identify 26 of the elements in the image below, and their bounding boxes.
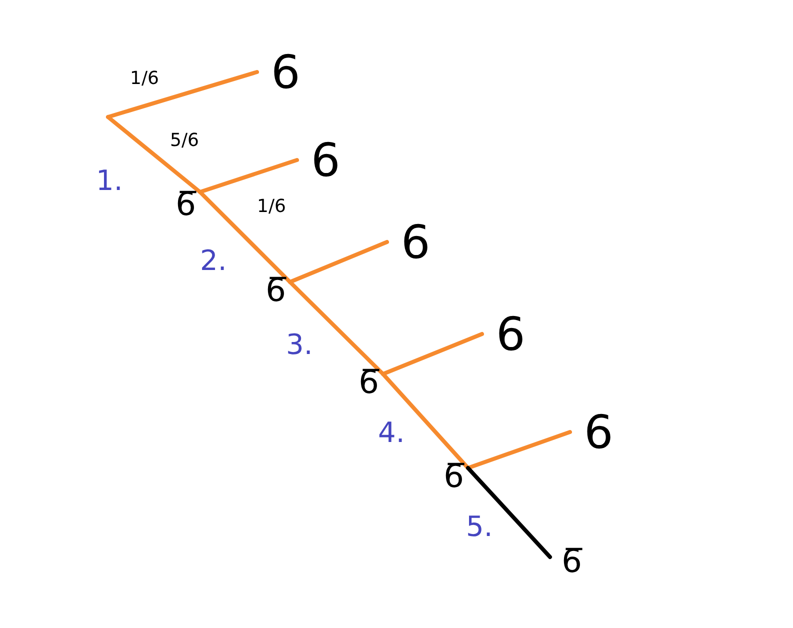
six-outcome: 6 <box>310 137 340 183</box>
tree-branch <box>198 190 292 284</box>
not-six-outcome: 6̅ <box>176 188 198 220</box>
tree-branch <box>198 158 299 194</box>
tree-branch <box>466 430 572 470</box>
probability-label: 5/6 <box>168 130 201 151</box>
tree-branch <box>106 115 202 194</box>
step-number: 4. <box>378 416 405 449</box>
not-six-outcome: 6̅ <box>358 366 380 398</box>
step-number: 5. <box>466 510 493 543</box>
tree-branch <box>381 332 484 376</box>
step-number: 3. <box>286 328 313 361</box>
step-number: 1. <box>96 164 123 197</box>
not-six-outcome: 6̅ <box>562 545 584 577</box>
six-outcome: 6 <box>495 311 526 357</box>
six-outcome: 6 <box>583 409 614 455</box>
tree-branch <box>381 372 470 470</box>
tree-branch <box>288 280 385 376</box>
tree-branch <box>106 70 259 119</box>
tree-branch <box>288 240 389 284</box>
six-outcome: 6 <box>270 49 300 95</box>
not-six-outcome: 6̅ <box>444 460 466 492</box>
six-outcome: 6 <box>400 219 430 265</box>
tree-branch <box>466 466 552 559</box>
step-number: 2. <box>200 244 227 277</box>
not-six-outcome: 6̅ <box>266 274 288 306</box>
